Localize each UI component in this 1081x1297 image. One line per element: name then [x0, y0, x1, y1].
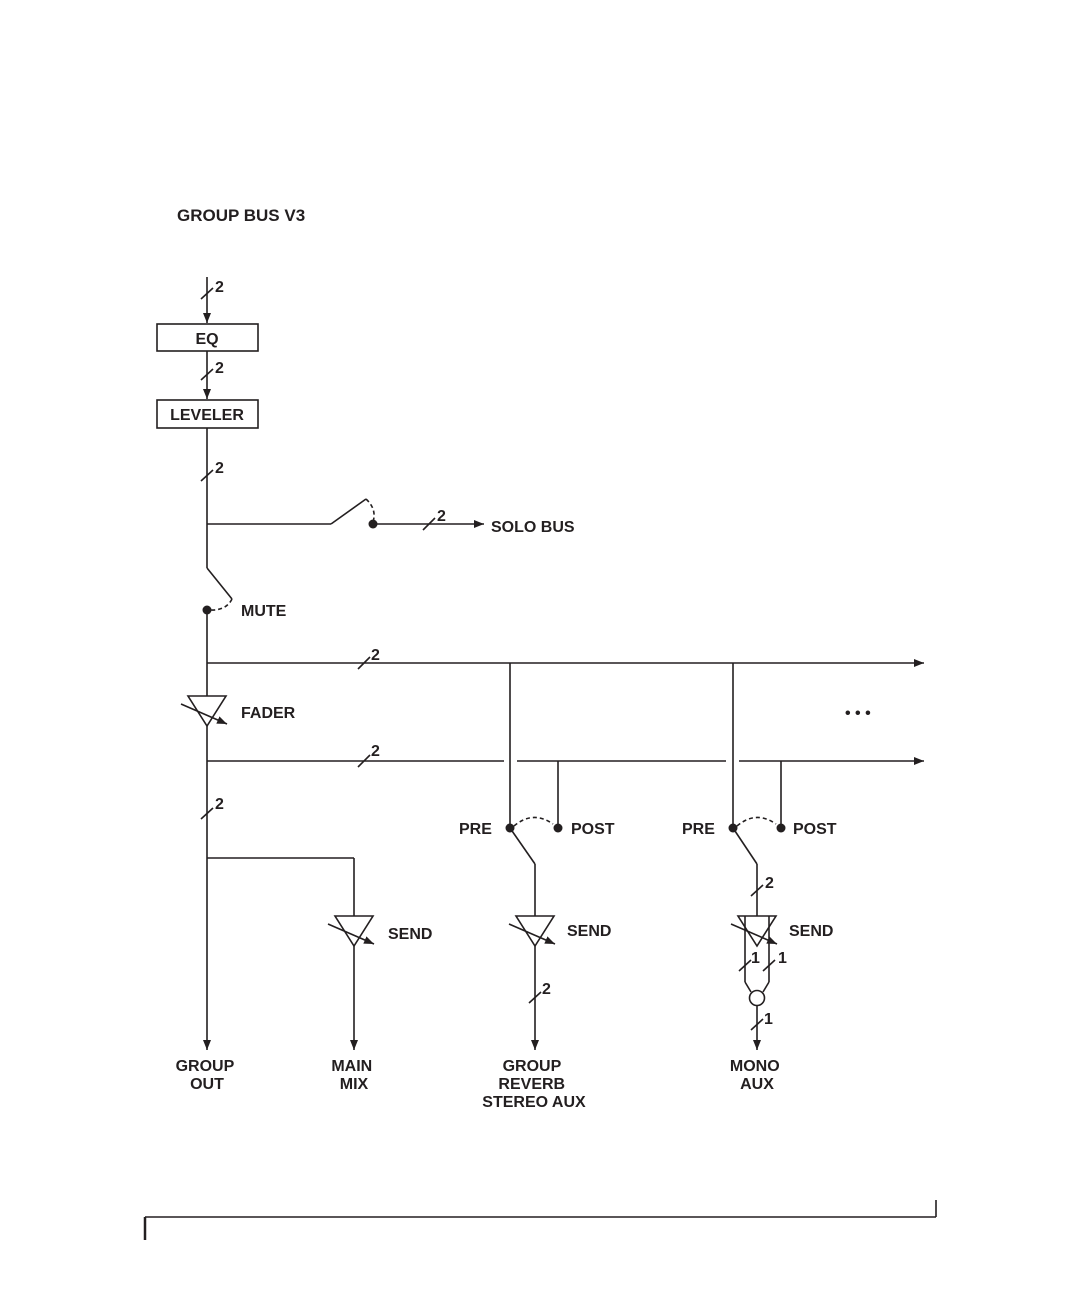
channel-count-label: 2 — [215, 796, 224, 813]
pre-post-switch-lever — [733, 828, 757, 864]
channel-count-label: 2 — [765, 875, 774, 892]
pre-label: PRE — [459, 821, 492, 838]
post-label: POST — [793, 821, 837, 838]
solo-bus-branch: 2 SOLO BUS — [207, 499, 575, 536]
channel-count-label: 2 — [215, 460, 224, 477]
channel-count-label: 1 — [751, 950, 760, 967]
page-footer-rule — [145, 1200, 936, 1240]
channel-count-label: 2 — [437, 508, 446, 525]
post-label: POST — [571, 821, 615, 838]
output-label-main-mix: MAIN MIX — [331, 1058, 376, 1093]
channel-count-label: 1 — [778, 950, 787, 967]
post-fader-bus: 2 — [207, 743, 924, 767]
leveler-label: LEVELER — [170, 407, 244, 424]
pre-fader-bus: 2 — [207, 647, 924, 669]
continuation-dots: • • • — [845, 705, 871, 722]
eq-label: EQ — [195, 331, 218, 348]
output-label-group-reverb: GROUP REVERB STEREO AUX — [482, 1058, 586, 1111]
fader-label: FADER — [241, 705, 296, 722]
pre-label: PRE — [682, 821, 715, 838]
group-reverb-send: PRE POST SEND 2 — [459, 663, 615, 1050]
channel-count-label: 1 — [764, 1011, 773, 1028]
solo-switch-lever — [331, 499, 366, 524]
mono-aux-send: PRE POST 2 SEND 1 1 1 — [682, 663, 837, 1050]
channel-count-label: 2 — [542, 981, 551, 998]
send-label: SEND — [789, 923, 833, 940]
send-label: SEND — [388, 926, 432, 943]
send-label: SEND — [567, 923, 611, 940]
post-contact — [777, 824, 786, 833]
summing-junction — [750, 991, 765, 1006]
eq-to-leveler-signal: 2 — [201, 351, 224, 399]
channel-count-label: 2 — [215, 360, 224, 377]
main-mix-send: SEND — [207, 858, 432, 1050]
output-label-group-out: GROUP OUT — [176, 1058, 239, 1093]
channel-count-label: 2 — [215, 279, 224, 296]
mute-switch: MUTE — [203, 568, 287, 696]
mute-label: MUTE — [241, 603, 287, 620]
output-label-mono-aux: MONO AUX — [730, 1058, 784, 1093]
fader: FADER 2 — [181, 696, 296, 1050]
leveler-block: LEVELER — [157, 400, 258, 428]
main-trunk: 2 — [201, 428, 224, 568]
mute-switch-lever — [207, 568, 232, 599]
input-signal: 2 — [201, 277, 224, 323]
channel-count-label: 2 — [371, 647, 380, 664]
pre-post-switch-lever — [510, 828, 535, 864]
post-contact — [554, 824, 563, 833]
channel-count-label: 2 — [371, 743, 380, 760]
solo-bus-label: SOLO BUS — [491, 519, 575, 536]
eq-block: EQ — [157, 324, 258, 351]
diagram-title: GROUP BUS V3 — [177, 206, 305, 225]
